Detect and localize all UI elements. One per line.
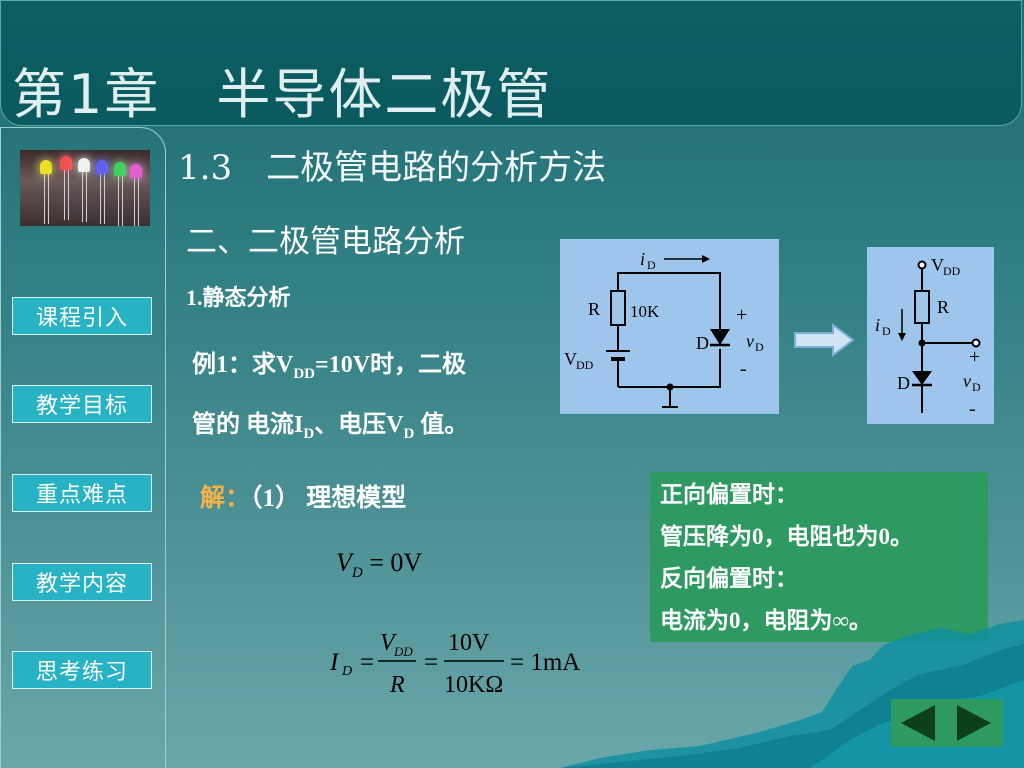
svg-text:R: R xyxy=(937,297,949,317)
svg-text:DD: DD xyxy=(943,264,961,278)
info-line-3: 反向偏置时： xyxy=(660,566,798,591)
svg-text:i: i xyxy=(875,315,880,335)
svg-text:DD: DD xyxy=(576,358,594,372)
equation-id: I D = V DD R = 10V 10KΩ = 1mA xyxy=(329,628,590,698)
static-analysis-heading: 1.静态分析 xyxy=(186,285,291,310)
svg-text:v: v xyxy=(746,331,754,351)
circuit-diagram-2: V DD R i D D + v D - xyxy=(867,247,994,424)
solution-line: 解：（1） 理想模型 xyxy=(200,485,407,512)
led-photo xyxy=(20,150,150,226)
sidebar xyxy=(0,127,166,768)
slide-nav-panel xyxy=(891,699,1003,747)
svg-text:= 1mA: = 1mA xyxy=(510,649,580,676)
nav-button-exercises[interactable]: 思考练习 xyxy=(12,651,152,689)
info-line-1: 正向偏置时： xyxy=(660,482,798,507)
arrow-right-icon xyxy=(793,322,855,362)
info-line-2: 管压降为0，电阻也为0。 xyxy=(660,524,913,549)
svg-text:R: R xyxy=(588,299,600,319)
svg-text:v: v xyxy=(963,371,971,391)
example-line-1: 例1：求VDD=10V时，二极 xyxy=(192,352,467,382)
svg-text:V: V xyxy=(931,255,944,275)
solution-label: 解： xyxy=(200,485,251,512)
info-line-4: 电流为0，电阻为∞。 xyxy=(660,608,872,633)
svg-text:V: V xyxy=(380,630,397,656)
svg-text:D: D xyxy=(341,664,352,679)
section-title: 1.3 二极管电路的分析方法 xyxy=(178,148,607,188)
svg-text:i: i xyxy=(640,249,645,269)
svg-text:V: V xyxy=(564,349,577,369)
svg-text:I: I xyxy=(330,649,340,676)
svg-text:DD: DD xyxy=(393,644,413,659)
info-box: 正向偏置时： 管压降为0，电阻也为0。 反向偏置时： 电流为0，电阻为∞。 xyxy=(650,472,988,642)
example-line-2: 管的 电流ID、电压VD 值。 xyxy=(192,412,469,442)
svg-text:+: + xyxy=(736,304,747,326)
svg-text:10K: 10K xyxy=(630,302,660,321)
svg-text:D: D xyxy=(696,333,709,353)
nav-button-teaching-content[interactable]: 教学内容 xyxy=(12,563,152,601)
header-bar xyxy=(0,0,1022,126)
svg-text:D: D xyxy=(647,258,656,272)
svg-text:10V: 10V xyxy=(448,630,490,656)
svg-text:R: R xyxy=(389,672,405,698)
svg-text:D: D xyxy=(882,324,891,338)
nav-button-key-points[interactable]: 重点难点 xyxy=(12,474,152,512)
subsection-title: 二、二极管电路分析 xyxy=(186,224,465,260)
svg-text:=: = xyxy=(360,649,374,676)
circuit-diagram-1: i D R 10K V DD D + v D - xyxy=(560,239,779,414)
equation-vd: VD = 0V xyxy=(336,548,423,582)
prev-arrow-icon[interactable] xyxy=(901,705,935,741)
chapter-title: 第1章 半导体二极管 xyxy=(12,63,553,126)
nav-button-teaching-goals[interactable]: 教学目标 xyxy=(12,385,152,423)
svg-text:=: = xyxy=(424,649,438,676)
next-arrow-icon[interactable] xyxy=(957,705,991,741)
svg-text:-: - xyxy=(969,398,976,420)
svg-text:10KΩ: 10KΩ xyxy=(444,672,503,698)
nav-button-course-intro[interactable]: 课程引入 xyxy=(12,297,152,335)
svg-text:+: + xyxy=(969,346,980,368)
svg-text:D: D xyxy=(755,340,764,354)
svg-text:-: - xyxy=(740,358,747,380)
svg-text:D: D xyxy=(972,380,981,394)
svg-text:D: D xyxy=(897,373,910,393)
